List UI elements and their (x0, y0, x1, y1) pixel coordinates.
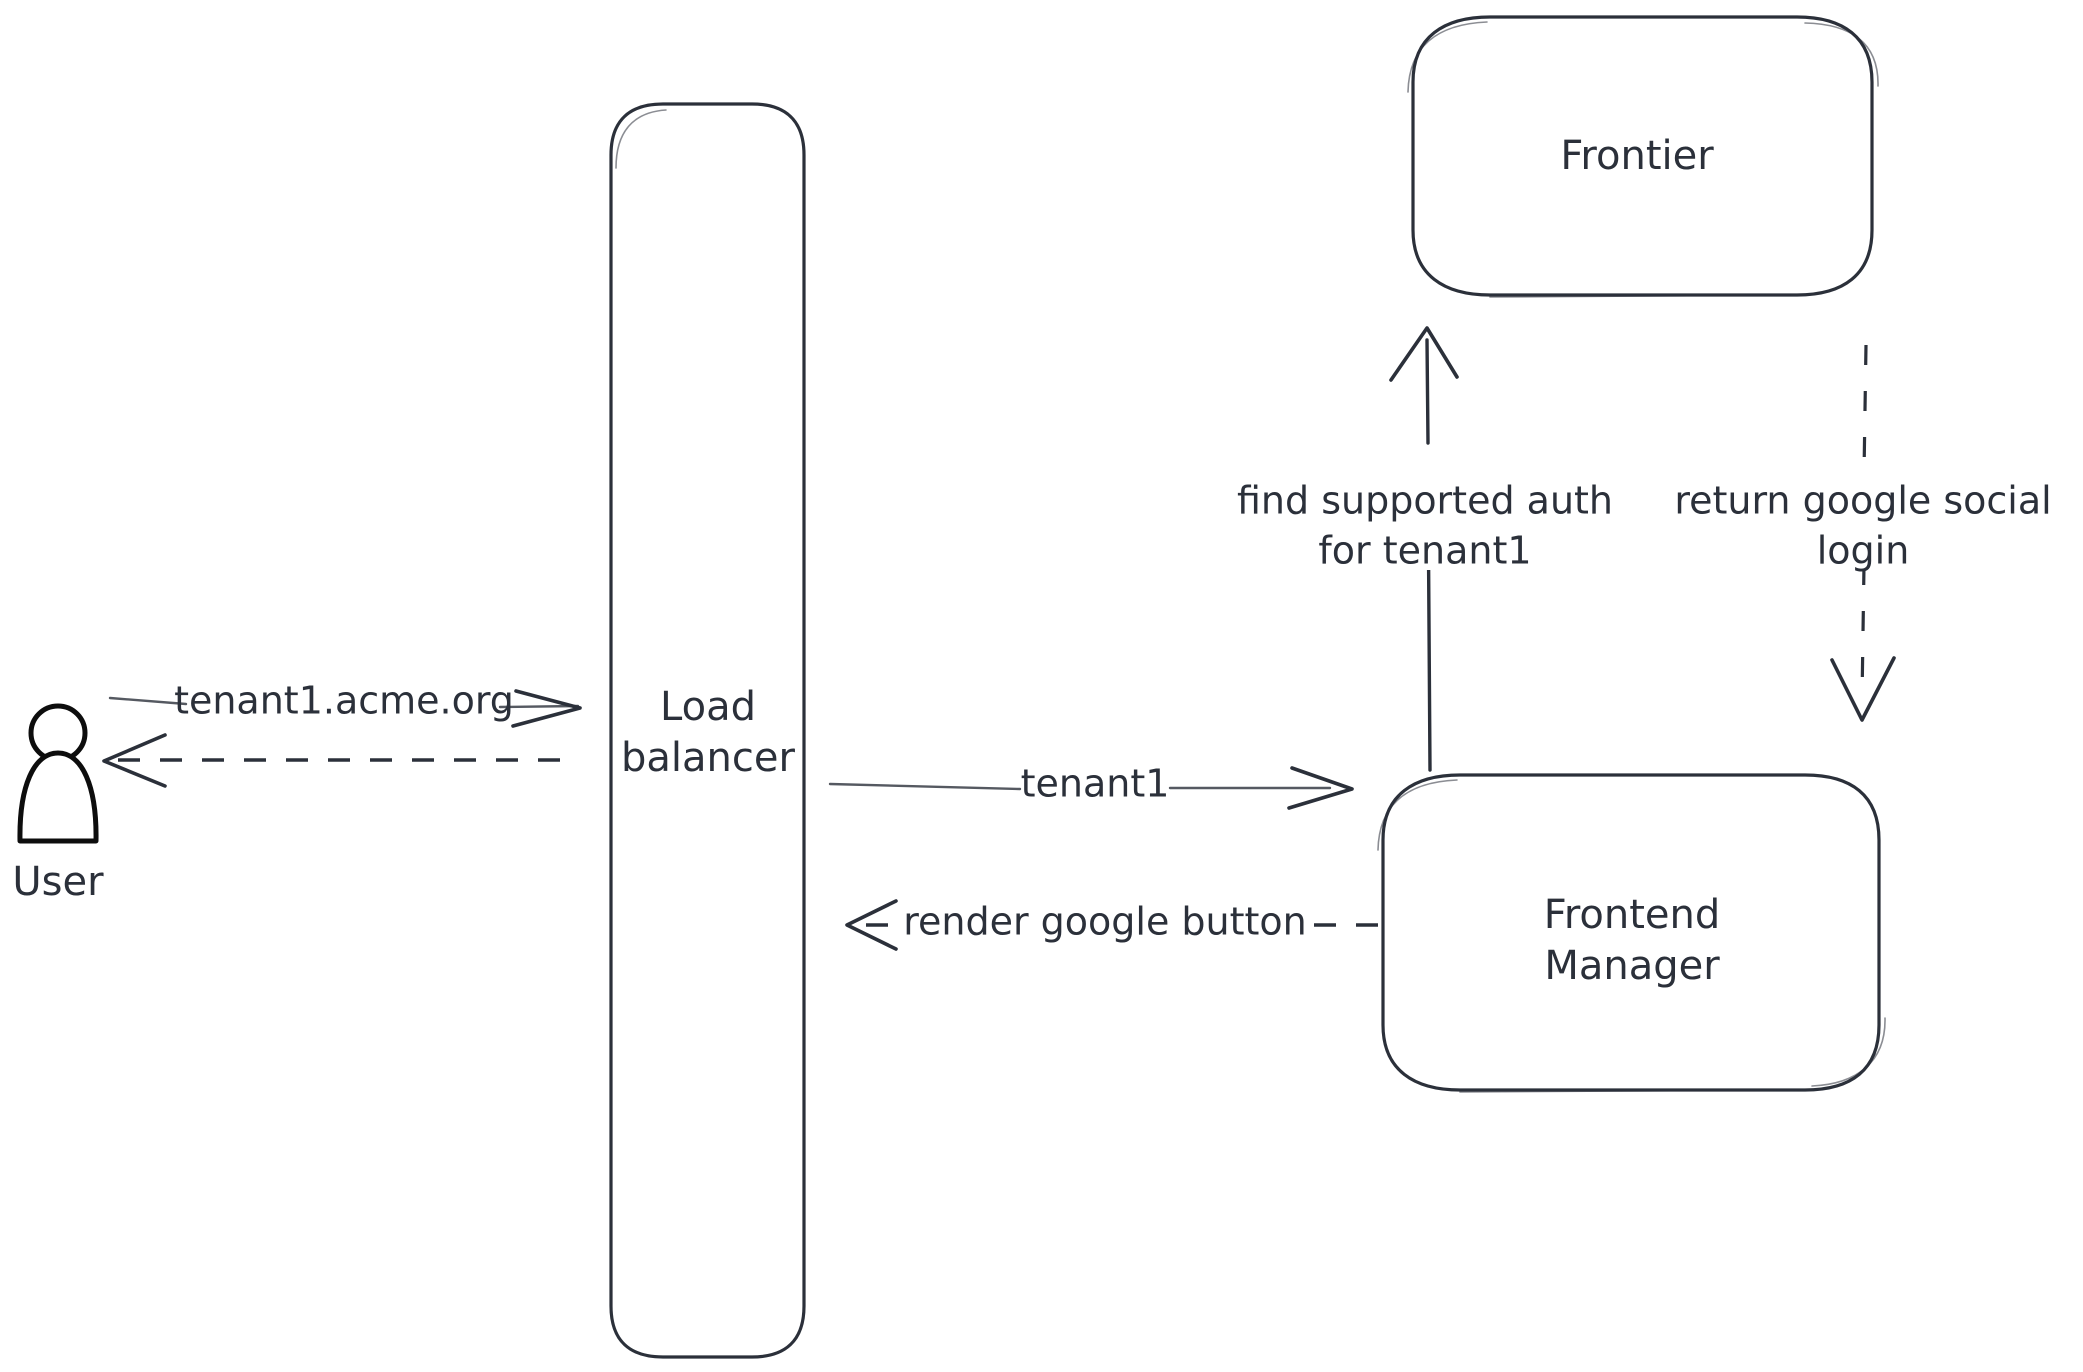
edge-fm-frontier-arrowhead (1389, 326, 1459, 382)
load-balancer-label-line2: balancer (621, 735, 795, 781)
edge-frontend-manager-to-load-balancer[interactable]: render google button (845, 899, 1378, 951)
edge-lb-user-arrowhead (102, 733, 167, 788)
edge-user-lb-line-left (108, 696, 188, 706)
edge-lb-fm-line-left (828, 782, 1022, 791)
edge-fm-frontier-line-upper (1425, 338, 1430, 445)
edge-user-lb-arrowhead (511, 689, 582, 728)
frontend-manager-shape (1381, 773, 1881, 1092)
edge-load-balancer-to-user[interactable] (102, 733, 578, 788)
node-frontend-manager[interactable]: Frontend Manager (1377, 773, 1886, 1093)
edge-frontend-manager-to-frontier[interactable]: find supported auth for tenant1 (1215, 326, 1645, 772)
edge-lb-fm-label: tenant1 (1021, 762, 1170, 806)
frontier-sketch-accent (1407, 21, 1879, 93)
edge-fm-frontier-label-bg (1215, 460, 1645, 570)
load-balancer-label-line1: Load (660, 684, 756, 730)
edge-load-balancer-to-frontend-manager[interactable]: tenant1 (828, 762, 1354, 810)
load-balancer-sketch-accent (615, 109, 667, 169)
node-frontier[interactable]: Frontier (1407, 15, 1879, 298)
node-user[interactable]: User (12, 703, 104, 905)
edge-frontier-fm-label-line2: login (1817, 529, 1910, 573)
edge-fm-lb-label: render google button (903, 900, 1307, 944)
node-load-balancer[interactable]: Load balancer (609, 102, 806, 1359)
frontend-manager-sketch-accent-bottom (1459, 1089, 1801, 1093)
edge-user-lb-line-right (498, 704, 580, 709)
user-label: User (12, 859, 104, 905)
edge-user-lb-label: tenant1.acme.org (174, 679, 514, 723)
frontier-label: Frontier (1560, 133, 1714, 179)
edge-frontier-fm-label-bg (1650, 463, 2075, 571)
edge-frontier-fm-line-lower (1860, 564, 1866, 701)
edge-fm-lb-arrowhead (845, 899, 898, 951)
edge-fm-frontier-label-line2: for tenant1 (1318, 529, 1531, 573)
frontier-sketch-accent-bottom (1489, 294, 1791, 298)
frontend-manager-label-line2: Manager (1544, 943, 1720, 989)
edge-frontier-fm-arrowhead (1830, 656, 1896, 722)
edge-fm-frontier-label-line1: find supported auth (1237, 479, 1613, 523)
frontend-manager-label-line1: Frontend (1544, 892, 1721, 938)
edge-frontier-to-frontend-manager[interactable]: return google social login (1650, 344, 2075, 722)
edge-user-to-load-balancer[interactable]: tenant1.acme.org (108, 679, 582, 728)
frontier-shape (1411, 15, 1874, 297)
frontend-manager-sketch-accent (1377, 779, 1886, 1087)
load-balancer-shape (609, 102, 806, 1359)
edge-frontier-fm-line-upper (1862, 344, 1868, 475)
edge-frontier-fm-label-line1: return google social (1674, 479, 2051, 523)
user-body-outline (17, 750, 99, 844)
edge-lb-fm-arrowhead (1287, 766, 1354, 810)
